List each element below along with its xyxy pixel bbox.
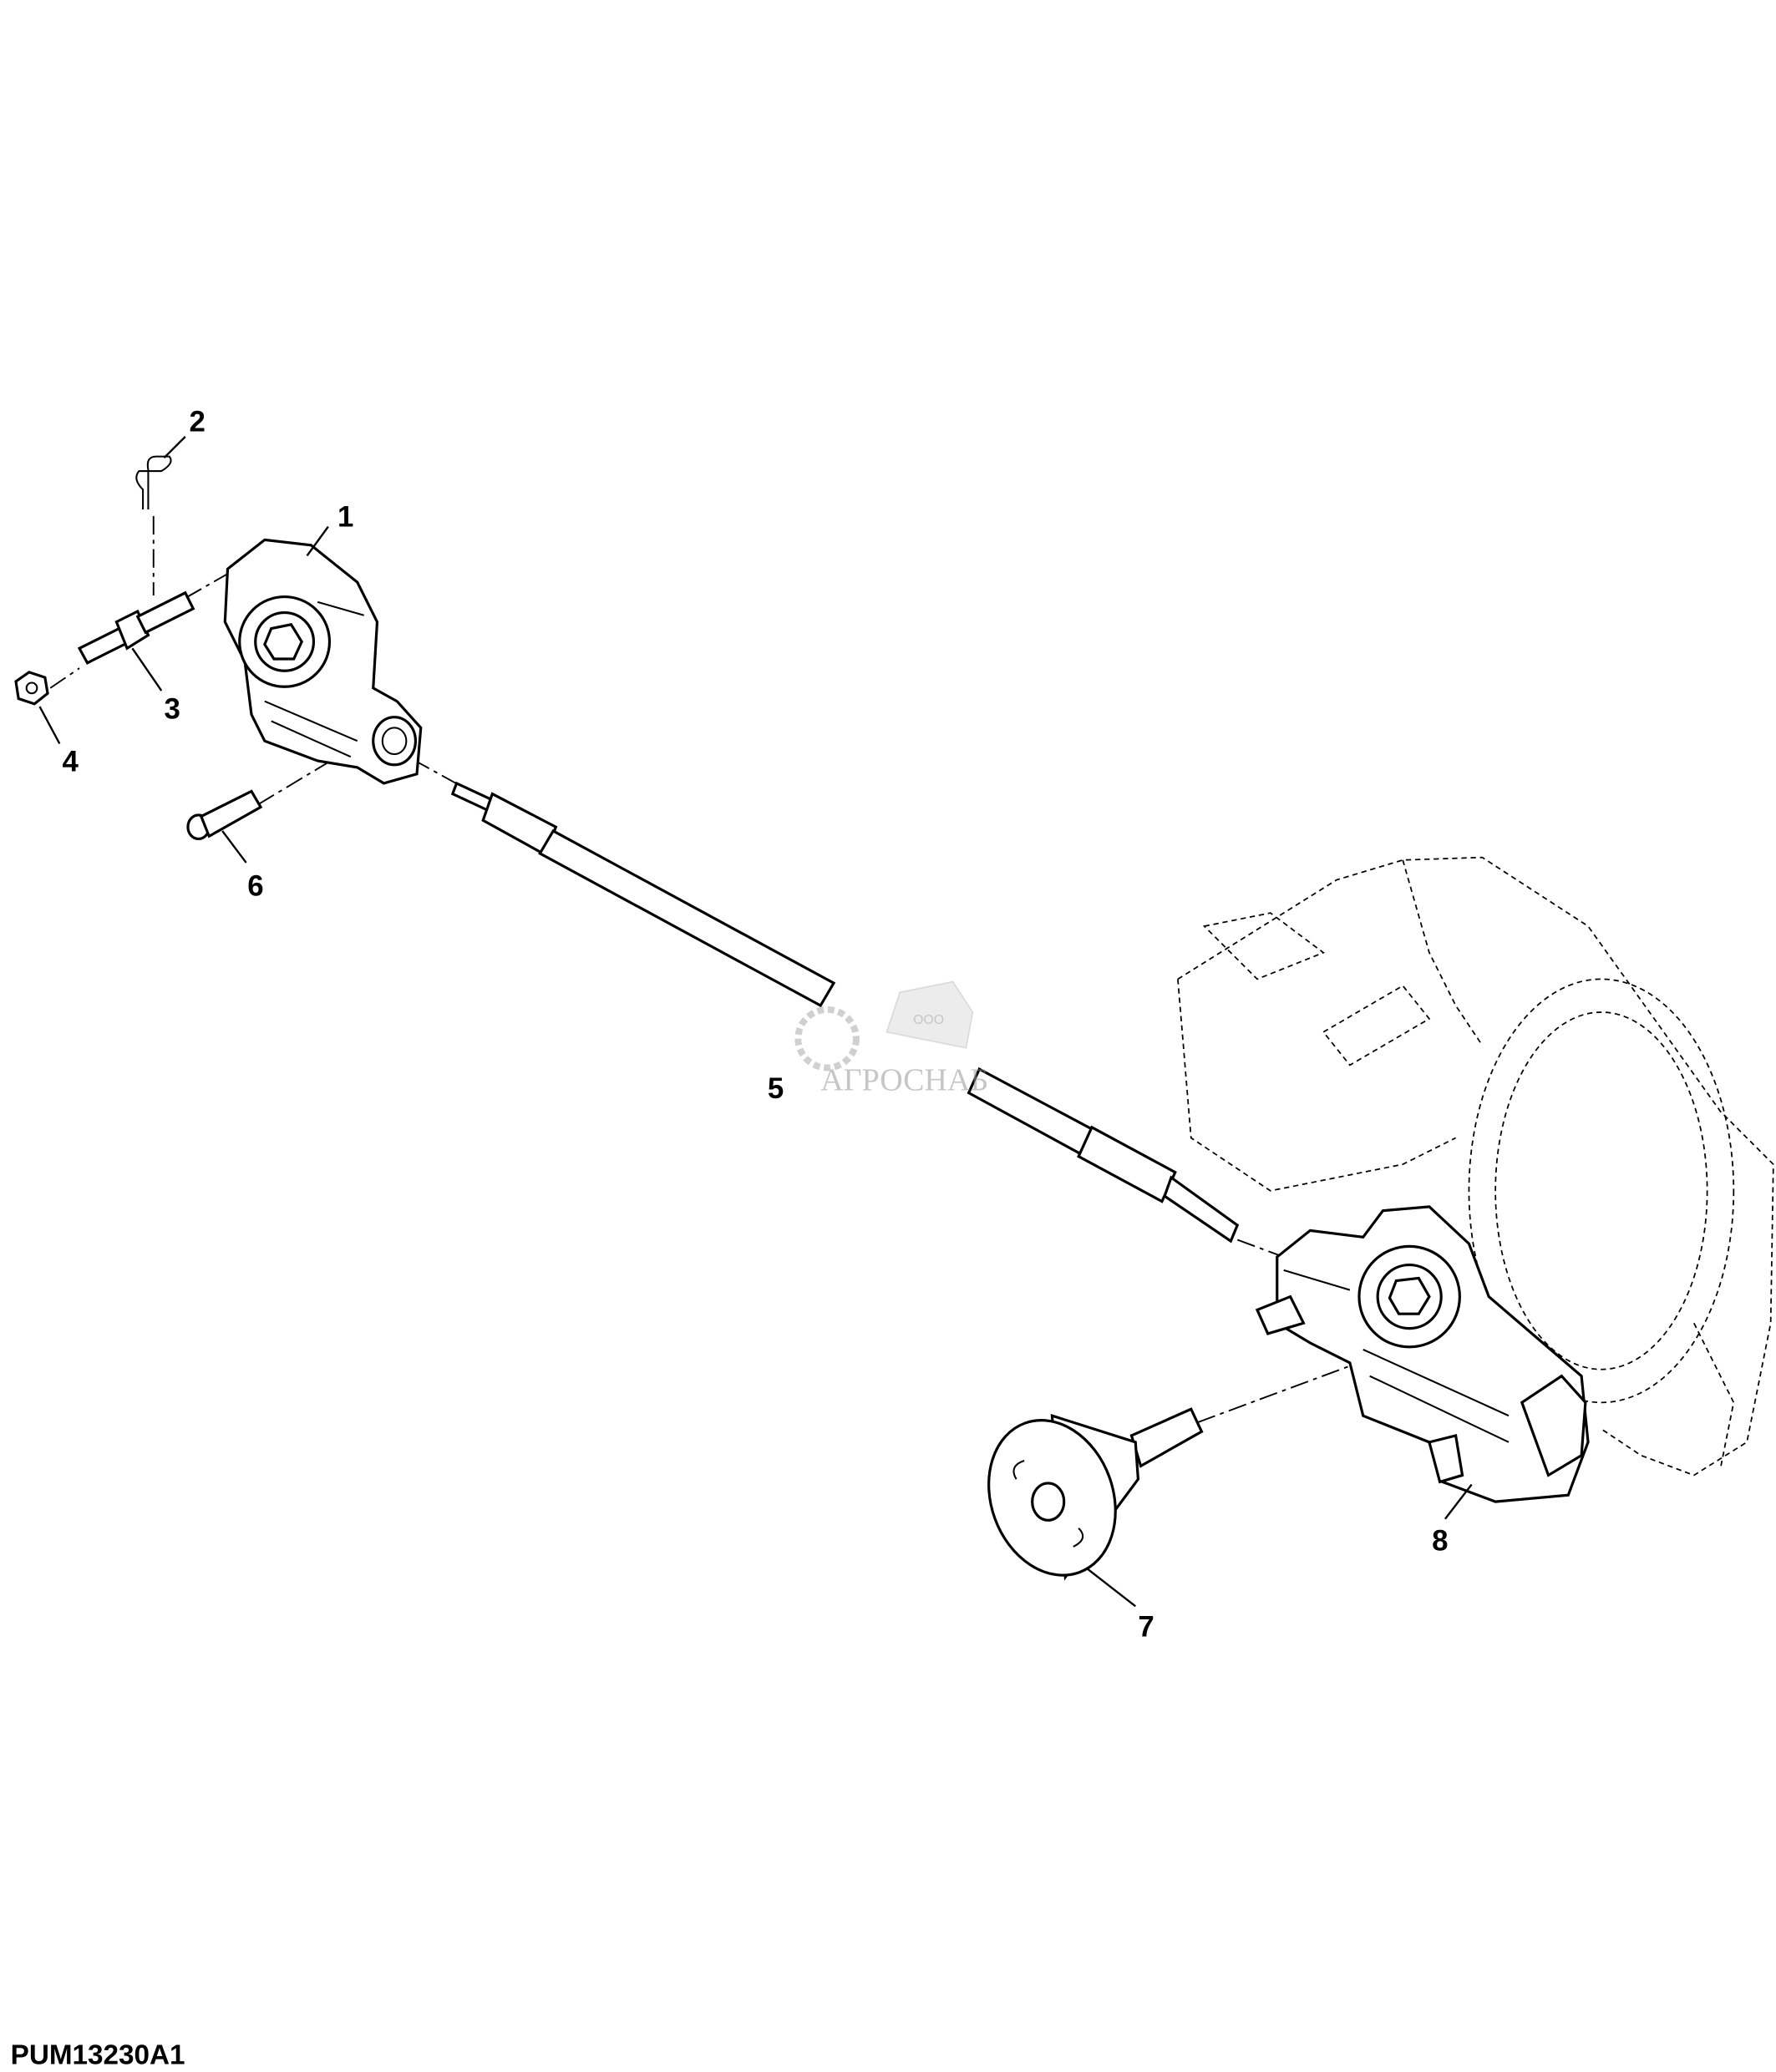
centerline-shaft-right xyxy=(1236,1239,1285,1258)
callout-5: 5 xyxy=(768,1072,784,1105)
leader-7 xyxy=(1087,1568,1136,1608)
watermark-name: АГРОСНАБ xyxy=(820,1062,988,1097)
centerline-shaft-left xyxy=(412,758,464,788)
centerline-nut xyxy=(49,667,80,689)
callout-8: 8 xyxy=(1432,1525,1448,1558)
hex-nut xyxy=(14,671,49,706)
leader-4 xyxy=(38,706,61,744)
callout-2: 2 xyxy=(190,406,206,438)
control-unit-right xyxy=(1255,1205,1590,1503)
nut-bore xyxy=(25,681,38,695)
leader-6 xyxy=(221,830,247,864)
centerline-lock-pin xyxy=(257,760,332,806)
control-knob xyxy=(987,1407,1204,1581)
centerline-bolt xyxy=(185,570,232,599)
callout-6: 6 xyxy=(247,870,263,903)
callout-7: 7 xyxy=(1138,1611,1154,1644)
control-cable-shaft xyxy=(450,781,1240,1244)
clevis-pin xyxy=(186,789,263,841)
callout-4: 4 xyxy=(62,746,79,778)
centerline-knob xyxy=(1197,1355,1377,1423)
phantom-gearbox-housing xyxy=(1177,856,1774,1477)
callout-3: 3 xyxy=(164,692,180,725)
control-unit-left xyxy=(223,538,423,785)
callout-1: 1 xyxy=(337,501,353,534)
figure-id: PUM13230A1 xyxy=(11,2039,185,2070)
leader-1 xyxy=(306,525,329,557)
adjustment-bolt xyxy=(77,590,195,665)
watermark-logo: ООО АГРОСНАБ xyxy=(794,980,988,1097)
hair-pin xyxy=(135,455,172,509)
leader-3 xyxy=(131,647,163,692)
leader-8 xyxy=(1444,1483,1473,1520)
leader-2 xyxy=(163,436,186,459)
watermark-prefix: ООО xyxy=(913,1013,944,1027)
